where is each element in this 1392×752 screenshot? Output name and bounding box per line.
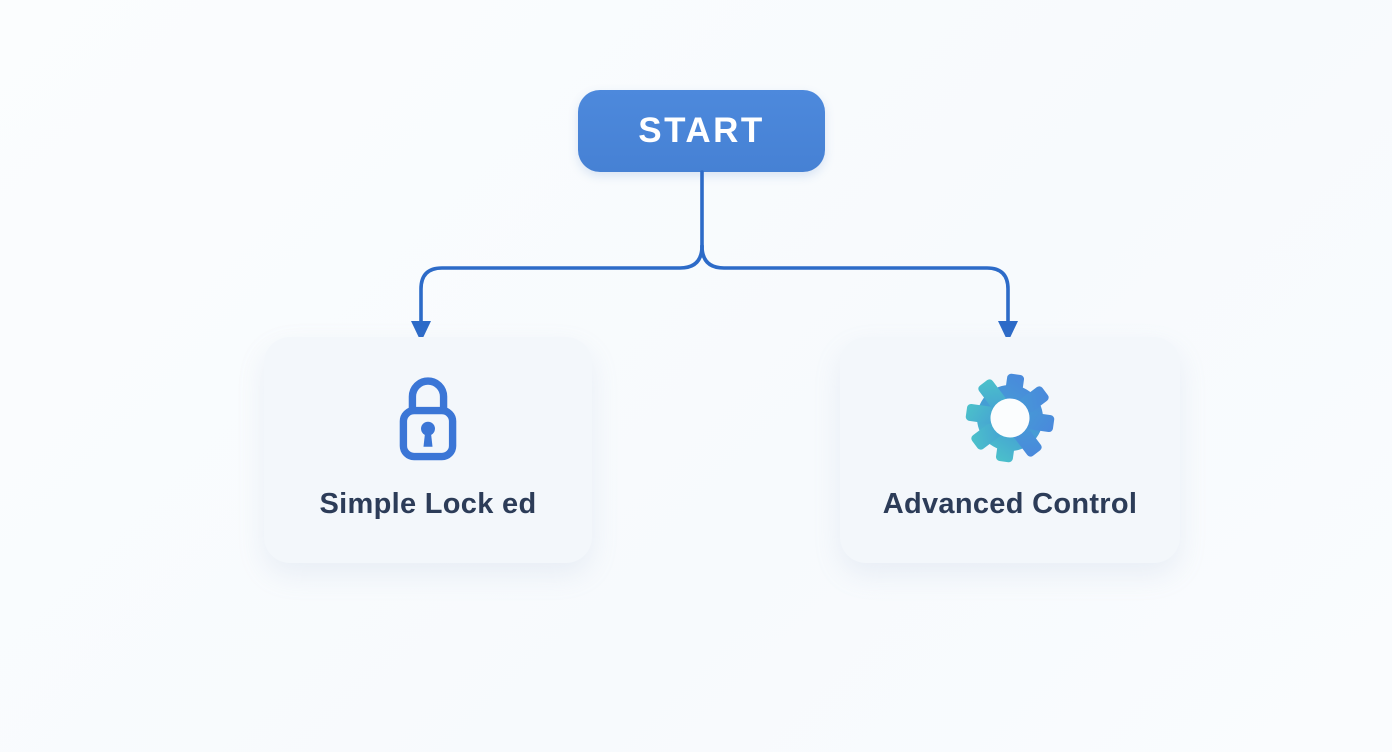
option-label-simple-locked: Simple Lock ed — [319, 487, 537, 520]
option-label-advanced-control: Advanced Control — [882, 487, 1138, 520]
connector-right-branch — [700, 244, 1010, 324]
gear-icon — [960, 366, 1060, 470]
start-button[interactable]: START — [578, 90, 825, 172]
start-label: START — [638, 111, 765, 150]
lock-icon — [378, 366, 478, 470]
option-card-advanced-control[interactable]: Advanced Control — [840, 337, 1180, 563]
option-card-simple-locked[interactable]: Simple Lock ed — [264, 337, 592, 563]
connector-left-branch — [419, 244, 704, 324]
